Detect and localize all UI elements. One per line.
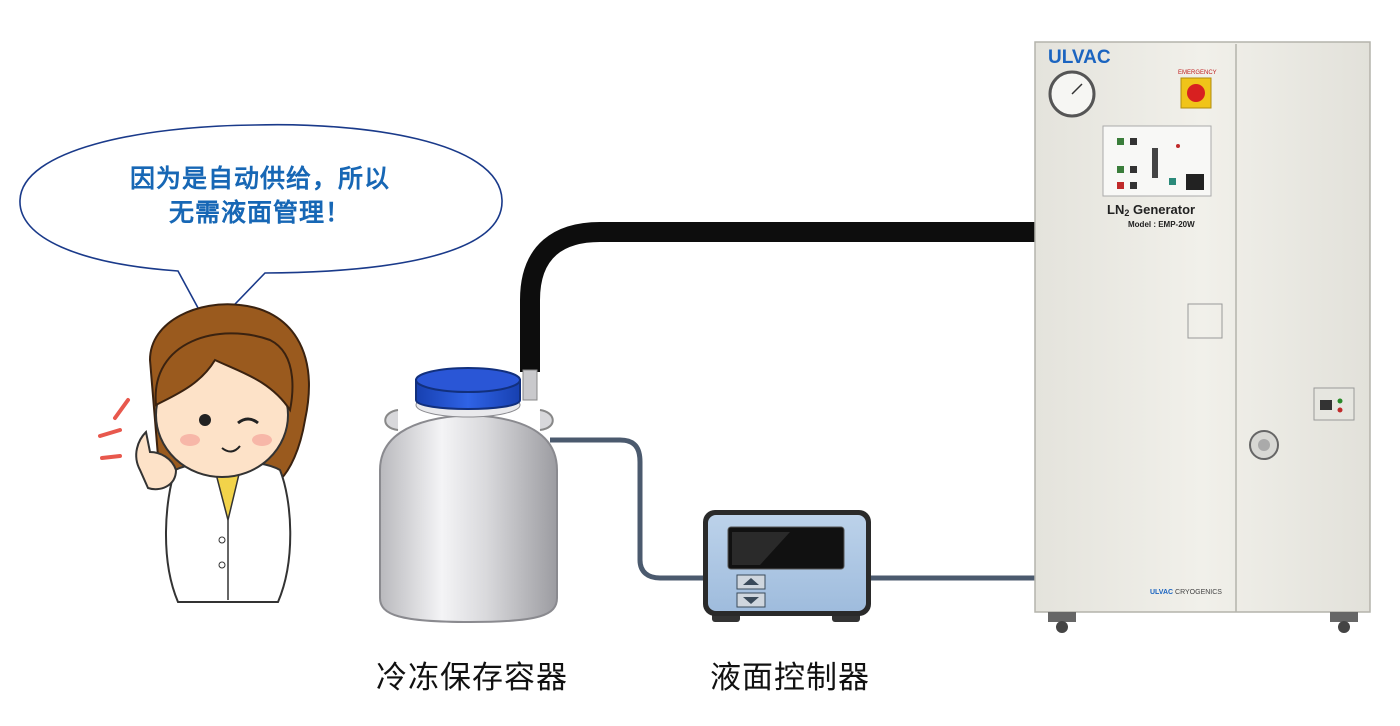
bubble-line-2: 无需液面管理！ <box>168 198 351 227</box>
speech-bubble-text: 因为是自动供给，所以 无需液面管理！ <box>60 162 460 230</box>
hose-icon <box>520 222 1035 372</box>
dewar-container <box>379 367 558 624</box>
bubble-line-1: 因为是自动供给，所以 <box>129 164 390 193</box>
speech-bubble-icon <box>19 123 503 332</box>
up-button[interactable] <box>736 574 766 590</box>
generator-cabinet <box>1034 41 1371 633</box>
scientist-character-icon <box>98 303 310 603</box>
generator-title: LN2 Generator <box>1107 202 1195 218</box>
level-controller <box>703 510 871 622</box>
down-button[interactable] <box>736 592 766 608</box>
model-label: Model : EMP-20W <box>1128 220 1195 229</box>
pressure-gauge-icon <box>1048 70 1096 118</box>
brand-logo: ULVAC <box>1048 47 1111 68</box>
container-label: 冷冻保存容器 <box>376 660 568 696</box>
footer-brand: ULVAC CRYOGENICS <box>1150 589 1222 596</box>
cable-icon <box>550 437 706 581</box>
emergency-button-icon[interactable] <box>1180 77 1212 109</box>
controller-label: 液面控制器 <box>710 660 870 696</box>
emergency-label: EMERGENCY <box>1178 70 1217 76</box>
